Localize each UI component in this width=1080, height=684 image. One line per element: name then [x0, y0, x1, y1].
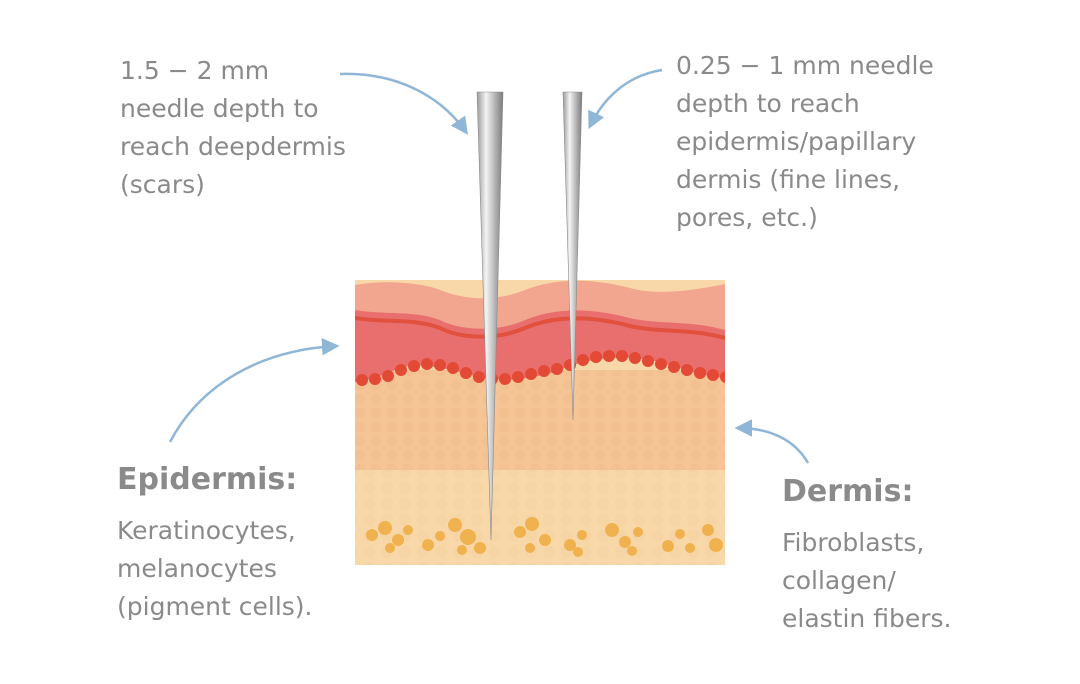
dermis-description: Fibroblasts, collagen/ elastin fibers.: [782, 528, 952, 633]
deep-needle-label: 1.5 − 2 mm needle depth to reach deepder…: [120, 56, 346, 199]
arrow-shallow-to-needle: [588, 68, 663, 130]
skin-cross-section: [355, 280, 725, 565]
long-needle-icon: [476, 91, 504, 541]
arrow-deep-to-needle: [339, 72, 469, 135]
stratum-corneum-layer: [355, 280, 725, 330]
epidermis-title: Epidermis:: [117, 462, 298, 497]
dermis-title: Dermis:: [782, 474, 914, 509]
short-needle-icon: [562, 91, 583, 421]
arrow-epidermis: [168, 338, 340, 443]
arrow-dermis: [734, 419, 810, 464]
basal-cell-row: [356, 350, 725, 386]
shallow-needle-label: 0.25 − 1 mm needle depth to reach epider…: [676, 51, 934, 232]
epidermis-description: Keratinocytes, melanocytes (pigment cell…: [117, 516, 313, 621]
fat-cells: [366, 517, 723, 557]
